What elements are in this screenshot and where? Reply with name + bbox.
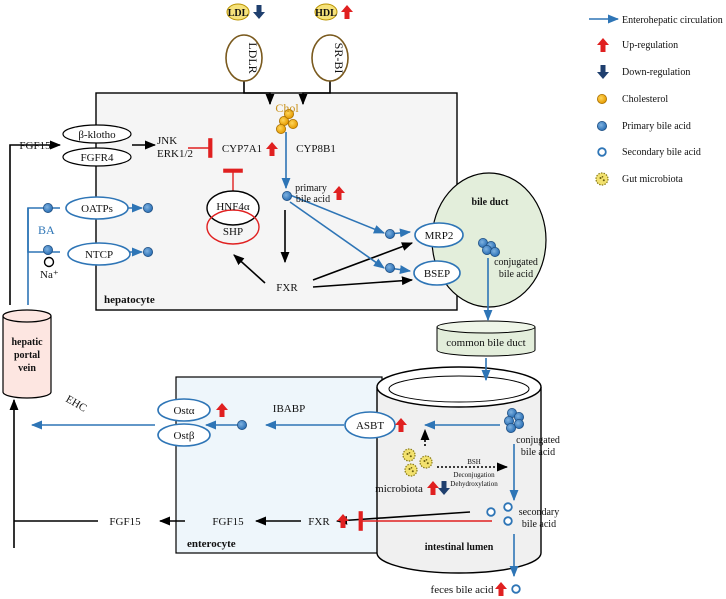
srbi-receptor bbox=[311, 34, 349, 82]
bile-duct-conj-2: bile acid bbox=[499, 269, 533, 280]
portal-vein-label-1: hepatic bbox=[11, 337, 43, 348]
ost-beta-transporter bbox=[157, 423, 211, 447]
beta-klotho-label: β-klotho bbox=[78, 129, 116, 141]
microbiota-label: microbiota bbox=[375, 483, 423, 495]
legend-label: Primary bile acid bbox=[622, 121, 691, 132]
fxr-enterocyte-label: FXR bbox=[308, 516, 330, 528]
fgfr4-receptor bbox=[62, 147, 132, 167]
red-up-arrow-icon bbox=[597, 38, 609, 52]
ldlr-label: LDLR bbox=[246, 42, 260, 73]
lumen-sec-1: secondary bbox=[519, 507, 560, 518]
bile-duct-title: bile duct bbox=[472, 197, 510, 208]
primary-bile-acid-dot-icon bbox=[597, 121, 607, 132]
portal-vein-label-2: portal bbox=[14, 350, 40, 361]
fgf15-top-label: FGF15 bbox=[19, 140, 51, 152]
ibabp-label: IBABP bbox=[273, 403, 305, 415]
fgfr4-label: FGFR4 bbox=[80, 152, 114, 164]
ba-label: BA bbox=[38, 223, 55, 237]
hdl-marker bbox=[314, 3, 338, 21]
lumen-conj-1: conjugated bbox=[516, 435, 560, 446]
beta-klotho-receptor bbox=[62, 124, 132, 144]
dehydroxylation-label: Dehydroxylation bbox=[450, 480, 498, 488]
legend-label: Up-regulation bbox=[622, 40, 678, 51]
hepatic-portal-vein bbox=[2, 309, 52, 399]
ost-alpha-label: Ostα bbox=[173, 405, 194, 417]
mrp2-transporter bbox=[414, 222, 464, 248]
legend-label: Gut microbiota bbox=[622, 174, 683, 185]
legend: Enterohepatic circulation Up-regulation … bbox=[589, 14, 723, 186]
lumen-conj-2: bile acid bbox=[521, 447, 555, 458]
mrp2-label: MRP2 bbox=[425, 230, 454, 242]
primary-label-1: primary bbox=[295, 183, 327, 194]
oatps-transporter bbox=[65, 196, 129, 220]
ehc-label: EHC bbox=[64, 393, 89, 414]
jnk-label: JNK bbox=[157, 135, 177, 147]
hnf4a-label: HNF4α bbox=[216, 201, 250, 213]
cyp8b1-label: CYP8B1 bbox=[296, 143, 336, 155]
ntcp-transporter bbox=[67, 242, 131, 266]
primary-label-2: bile acid bbox=[296, 194, 330, 205]
fxr-hepatocyte-label: FXR bbox=[276, 282, 298, 294]
ldl-label: LDL bbox=[228, 8, 249, 19]
ldl-down-arrow-icon bbox=[253, 5, 265, 19]
asbt-label: ASBT bbox=[356, 420, 384, 432]
bsh-label: BSH bbox=[467, 458, 481, 466]
legend-label: Down-regulation bbox=[622, 67, 690, 78]
ntcp-label: NTCP bbox=[85, 249, 113, 261]
bsep-transporter bbox=[413, 260, 461, 286]
enterocyte-label: enterocyte bbox=[187, 538, 236, 550]
dark-down-arrow-icon bbox=[597, 65, 609, 79]
ost-beta-label: Ostβ bbox=[174, 430, 195, 442]
legend-label: Secondary bile acid bbox=[622, 147, 701, 158]
bsep-label: BSEP bbox=[424, 268, 450, 280]
fgf15-enterocyte-label: FGF15 bbox=[212, 516, 244, 528]
lumen-sec-2: bile acid bbox=[522, 519, 556, 530]
hdl-up-arrow-icon bbox=[341, 5, 353, 19]
oatps-label: OATPs bbox=[81, 203, 113, 215]
legend-label: Enterohepatic circulation bbox=[622, 15, 723, 26]
ldlr-receptor bbox=[225, 34, 263, 82]
feces-bile-acid-label: feces bile acid bbox=[431, 584, 494, 596]
hepatocyte-label: hepatocyte bbox=[104, 294, 155, 306]
na-label: Na⁺ bbox=[40, 269, 59, 281]
gut-microbiota-icon bbox=[595, 172, 609, 186]
portal-vein-label-3: vein bbox=[18, 363, 36, 374]
fgf15-bottom-label: FGF15 bbox=[109, 516, 141, 528]
secondary-bile-acid-ring-icon bbox=[597, 147, 607, 157]
enterocyte-panel bbox=[175, 376, 383, 554]
chol-label: Chol bbox=[275, 101, 299, 115]
common-bile-duct-label: common bile duct bbox=[446, 337, 525, 349]
hnf4a-node bbox=[206, 190, 260, 226]
bile-duct-conj-1: conjugated bbox=[494, 257, 538, 268]
srbi-label: SR-BI bbox=[332, 43, 346, 74]
hdl-label: HDL bbox=[315, 8, 337, 19]
shp-node bbox=[206, 209, 260, 245]
intestinal-lumen-label: intestinal lumen bbox=[425, 542, 494, 553]
deconjugation-label: Deconjugation bbox=[453, 471, 495, 479]
shp-label: SHP bbox=[223, 226, 243, 238]
intestinal-lumen-cylinder bbox=[376, 366, 542, 574]
legend-label: Cholesterol bbox=[622, 94, 668, 105]
erk-label: ERK1/2 bbox=[157, 148, 193, 160]
cholesterol-dot-icon bbox=[597, 94, 607, 104]
hepatocyte-panel bbox=[95, 92, 458, 311]
feces-up-arrow-icon bbox=[495, 582, 507, 596]
ldl-marker bbox=[226, 3, 250, 21]
common-bile-duct bbox=[436, 320, 536, 357]
ost-alpha-transporter bbox=[157, 398, 211, 422]
cyp7a1-label: CYP7A1 bbox=[222, 143, 262, 155]
sodium-ion-icon bbox=[43, 256, 55, 268]
